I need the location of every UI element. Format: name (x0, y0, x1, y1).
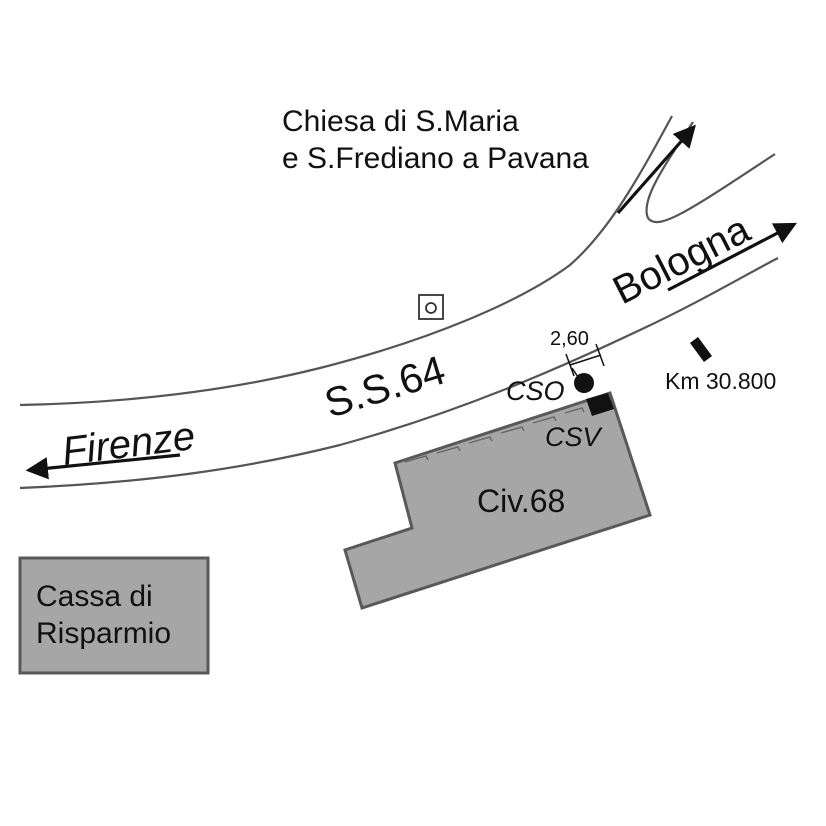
arrow-to-firenze (25, 453, 181, 480)
building-label: Civ.68 (477, 483, 565, 519)
distance-label: 2,60 (550, 328, 589, 350)
church-label-line2: e S.Frediano a Pavana (282, 142, 589, 175)
kilometer-label: Km 30.800 (665, 368, 776, 394)
arrow-to-bologna (667, 222, 797, 292)
direction-arrows (25, 124, 797, 480)
building-civ68 (343, 391, 652, 610)
direction-east-label: Bologna (606, 207, 757, 313)
square-marker-icon (586, 393, 614, 416)
bank-label-line2: Risparmio (36, 617, 171, 650)
kilometer-post-icon (690, 337, 712, 362)
bank-label-line1: Cassa di (36, 580, 153, 613)
point-marker-icon (574, 373, 594, 393)
building-frontage-ticks (404, 407, 585, 463)
direction-west-label: Firenze (60, 414, 198, 474)
church-icon (418, 294, 444, 320)
road-fork-edge (645, 121, 776, 224)
church-label-line1: Chiesa di S.Maria (282, 105, 519, 138)
road-name-label: S.S.64 (319, 347, 450, 427)
road-ss64 (19, 115, 779, 490)
point-cso-label: CSO (506, 376, 565, 406)
arrow-to-church (616, 124, 696, 215)
road-north-edge (19, 115, 673, 407)
building-cassa-di-risparmio (18, 556, 210, 675)
point-csv-label: CSV (545, 422, 604, 452)
road-south-edge (19, 257, 779, 490)
